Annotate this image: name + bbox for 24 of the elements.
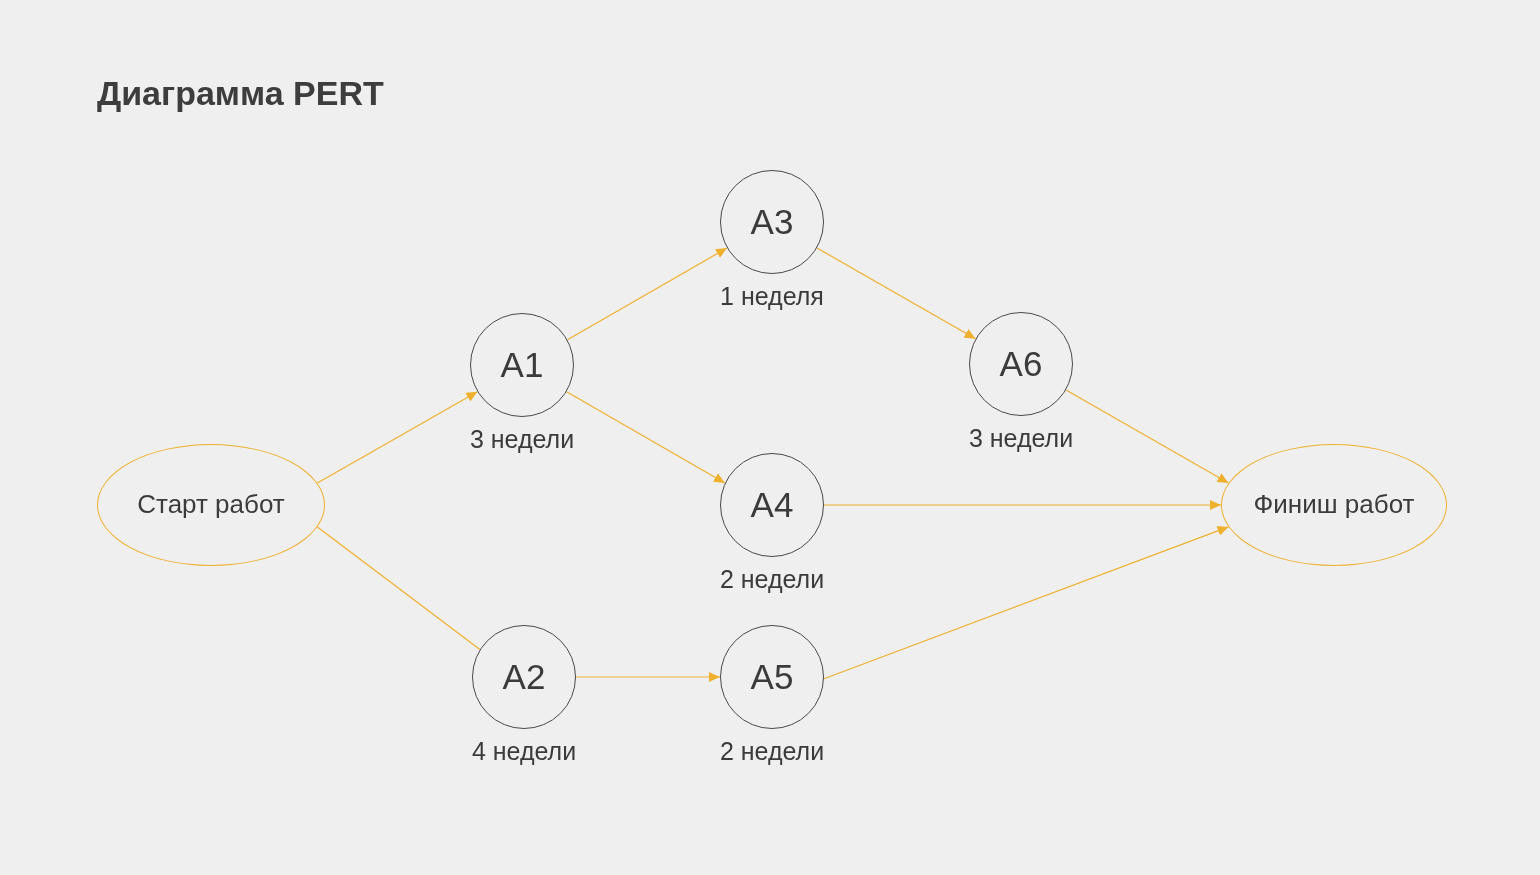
node-label: Старт работ [137,490,285,520]
diagram-title: Диаграмма PERT [97,73,384,113]
node-label: A5 [750,656,794,698]
arrow [1065,389,1230,484]
connector-line [316,526,481,650]
node-label: A2 [502,656,546,698]
arrow [566,391,726,484]
arrow [316,391,478,484]
duration-label: 3 недели [469,424,575,454]
node-label: A6 [999,343,1043,385]
arrow [823,500,1222,510]
arrow [823,526,1230,680]
duration-label: 3 недели [968,423,1074,453]
duration-label: 2 недели [719,564,825,594]
node-label: Финиш работ [1253,490,1415,520]
duration-label: 1 неделя [720,281,824,311]
node-label: A1 [500,344,544,386]
duration-label: 4 недели [471,736,577,766]
duration-label: 2 недели [719,736,825,766]
node-label: A3 [750,201,794,243]
arrow [575,672,721,682]
arrow [816,247,977,340]
node-label: A4 [750,484,794,526]
arrow [566,247,728,341]
